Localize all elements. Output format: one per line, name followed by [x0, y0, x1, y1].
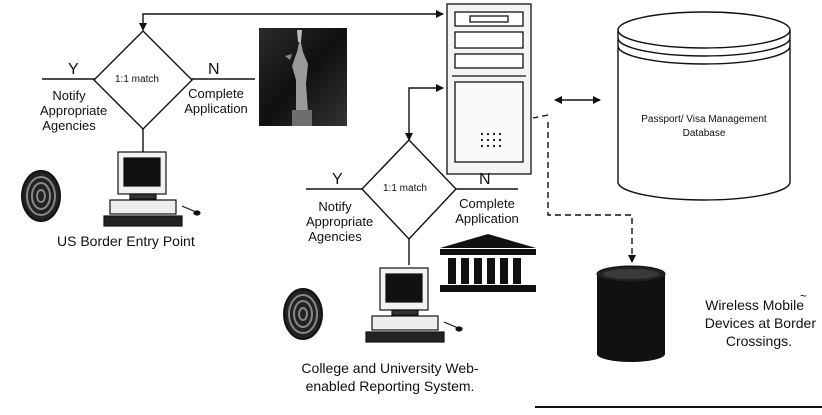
entry-no-action-line-2: Application	[184, 101, 248, 116]
entry-fingerprint-icon	[21, 170, 61, 222]
entry-yes-action: Notify Appropriate Agencies	[40, 88, 108, 133]
entry-decision-diamond	[93, 30, 193, 130]
mobile-device-cylinder-icon	[596, 265, 666, 362]
entry-yes-action-line-3: Agencies	[42, 118, 96, 133]
entry-no-action: Complete Application	[176, 86, 256, 116]
college-decision-label: 1:1 match	[383, 183, 427, 194]
database-label-line-2: Database	[682, 128, 726, 139]
small-arrow-mark: ~	[800, 289, 807, 303]
entry-no-action-line-1: Complete	[188, 86, 244, 101]
college-no-action-line-2: Application	[455, 211, 519, 226]
college-no-letter: N	[479, 171, 491, 188]
statue-of-liberty-image	[259, 28, 347, 126]
entry-yes-action-line-2: Appropriate	[40, 103, 108, 118]
mobile-label-line-3: Crossings.	[725, 333, 792, 349]
database-cylinder-icon	[617, 11, 791, 201]
entry-yes-letter: Y	[68, 61, 79, 78]
college-no-action-line-1: Complete	[459, 196, 515, 211]
college-caption-line-1: College and University Web-	[301, 360, 479, 376]
government-building-icon	[440, 234, 536, 292]
college-decision-diamond	[361, 138, 457, 241]
college-yes-letter: Y	[332, 171, 343, 188]
college-fingerprint-icon	[283, 288, 323, 340]
entry-yes-action-line-1: Notify	[52, 88, 86, 103]
server-mobile-connector	[532, 114, 632, 262]
database-label: Passport/ Visa Management Database	[618, 113, 790, 141]
college-caption: College and University Web- enabled Repo…	[290, 359, 490, 395]
college-yes-action-line-2: Appropriate	[306, 214, 374, 229]
college-computer-icon	[365, 267, 463, 343]
server-tower-icon	[446, 3, 532, 175]
entry-no-letter: N	[208, 61, 220, 78]
college-no-action: Complete Application	[447, 196, 527, 226]
connectors	[42, 10, 632, 265]
college-to-server-connector	[405, 84, 444, 141]
entry-caption: US Border Entry Point	[57, 233, 195, 249]
entry-to-server-connector	[139, 10, 444, 31]
entry-decision-label: 1:1 match	[115, 74, 159, 85]
mobile-label: Wireless Mobile Devices at Border Crossi…	[678, 296, 816, 350]
mobile-label-line-2: Devices at Border	[704, 315, 816, 331]
college-yes-action-line-3: Agencies	[308, 229, 362, 244]
college-yes-action: Notify Appropriate Agencies	[306, 199, 374, 244]
college-caption-line-2: enabled Reporting System.	[305, 378, 475, 394]
database-label-line-1: Passport/ Visa Management	[641, 114, 767, 125]
mobile-label-line-1: Wireless Mobile	[705, 297, 804, 313]
entry-computer-icon	[103, 151, 201, 227]
college-yes-action-line-1: Notify	[318, 199, 352, 214]
